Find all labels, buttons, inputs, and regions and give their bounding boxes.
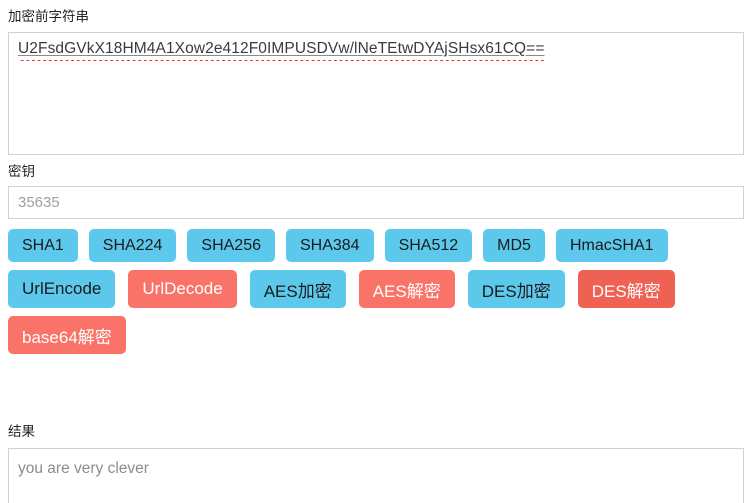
- source-string-textarea[interactable]: U2FsdGVkX18HM4A1Xow2e412F0IMPUSDVw/lNeTE…: [8, 31, 744, 155]
- des-decrypt-button[interactable]: DES解密: [577, 270, 675, 308]
- aes-decrypt-button[interactable]: AES解密: [358, 270, 455, 308]
- action-buttons: SHA1 SHA224 SHA256 SHA384 SHA512 MD5 Hma…: [8, 219, 744, 354]
- aes-encrypt-button[interactable]: AES加密: [249, 270, 346, 308]
- base64-button-row: base64解密: [8, 316, 744, 354]
- sha512-button[interactable]: SHA512: [384, 229, 473, 262]
- source-string-label: 加密前字符串: [8, 9, 89, 24]
- key-input-value: 35635: [18, 194, 60, 211]
- key-label: 密钥: [8, 163, 35, 179]
- hash-button-row: SHA1 SHA224 SHA256 SHA384 SHA512 MD5 Hma…: [8, 229, 744, 262]
- sha224-button[interactable]: SHA224: [88, 229, 177, 262]
- md5-button[interactable]: MD5: [483, 229, 545, 262]
- key-input[interactable]: 35635: [8, 186, 744, 219]
- result-label: 结果: [8, 424, 35, 439]
- encode-decode-button-row: UrlEncode UrlDecode AES加密 AES解密 DES加密 DE…: [8, 270, 744, 308]
- urlencode-button[interactable]: UrlEncode: [8, 270, 116, 308]
- urldecode-button[interactable]: UrlDecode: [128, 270, 237, 308]
- sha256-button[interactable]: SHA256: [187, 229, 275, 262]
- hmacsha1-button[interactable]: HmacSHA1: [555, 229, 668, 262]
- sha384-button[interactable]: SHA384: [285, 229, 374, 262]
- des-encrypt-button[interactable]: DES加密: [467, 270, 565, 308]
- result-textarea[interactable]: you are very clever: [8, 447, 744, 503]
- result-value: you are very clever: [18, 459, 149, 477]
- result-section: 结果 you are very clever: [8, 425, 744, 503]
- sha1-button[interactable]: SHA1: [8, 229, 78, 262]
- base64-decode-button[interactable]: base64解密: [8, 316, 126, 354]
- source-string-value: U2FsdGVkX18HM4A1Xow2e412F0IMPUSDVw/lNeTE…: [18, 39, 545, 61]
